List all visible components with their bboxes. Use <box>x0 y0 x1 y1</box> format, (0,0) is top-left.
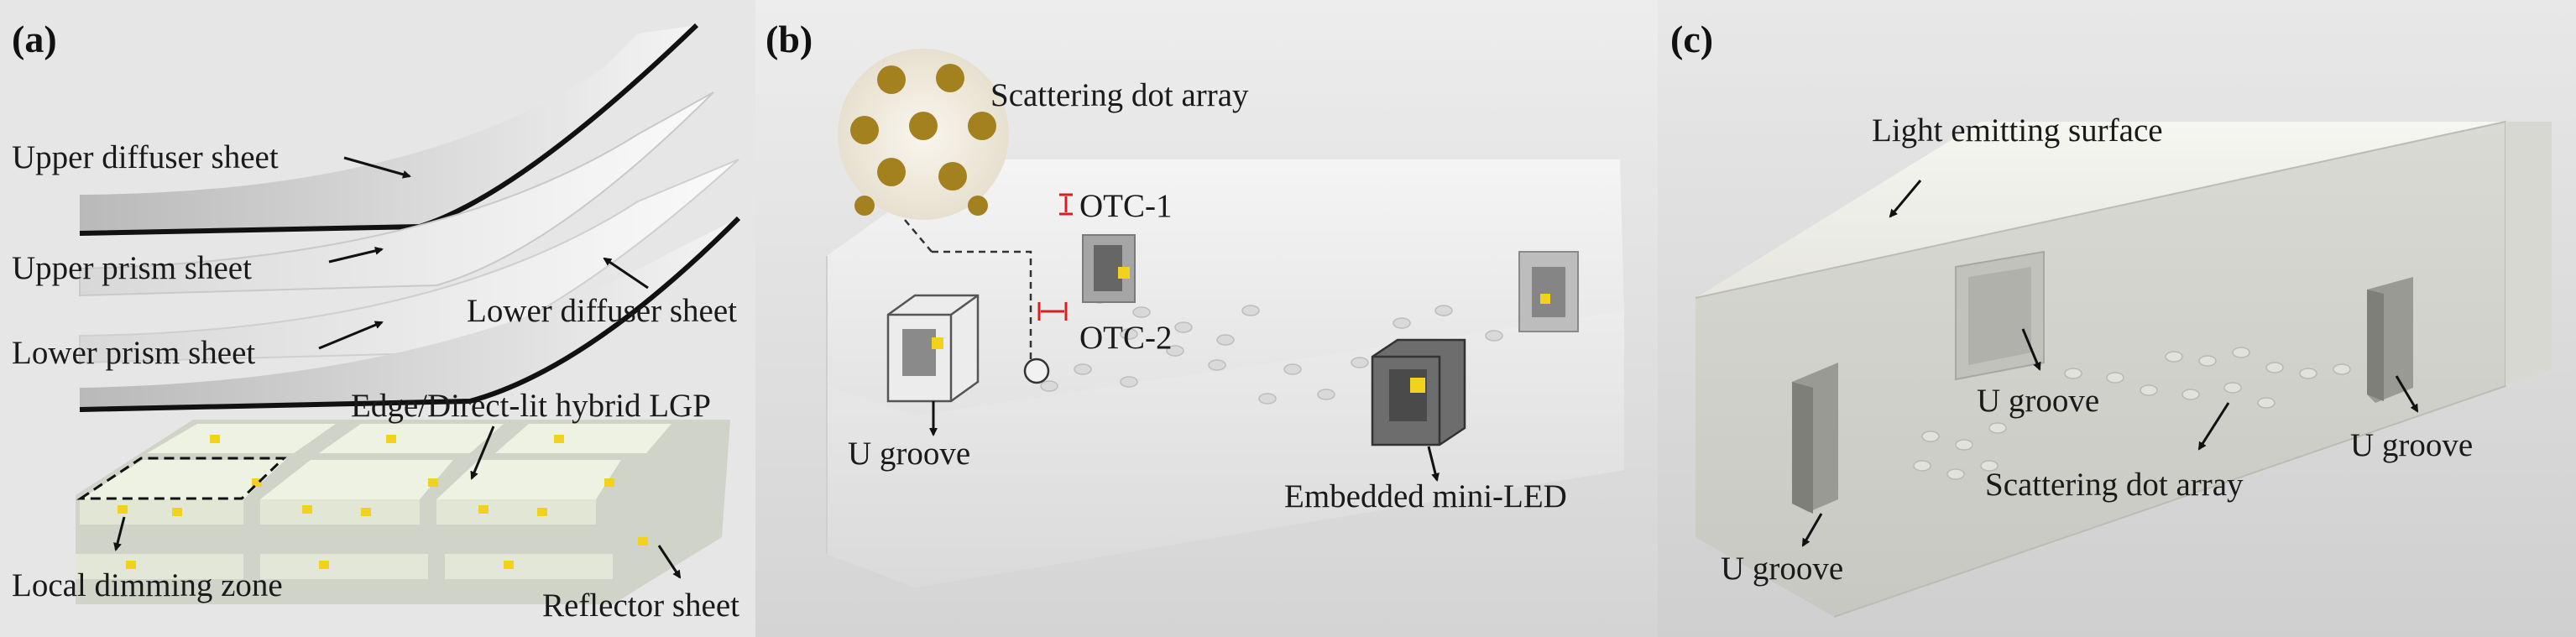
panel-b-scattering-dots <box>1040 292 1503 405</box>
arrow-reflector <box>657 545 682 579</box>
arrow-local-dimming <box>113 516 126 551</box>
label-u-groove-left-c: U groove <box>1721 551 1843 587</box>
label-local-dimming: Local dimming zone <box>12 567 283 603</box>
label-u-groove-top-c: U groove <box>1977 383 2099 419</box>
u-groove-right-c <box>2367 277 2413 403</box>
label-upper-diffuser: Upper diffuser sheet <box>12 139 279 175</box>
arrow-mini-led <box>1427 446 1440 482</box>
u-groove-left-c <box>1792 363 1838 514</box>
label-lower-diffuser: Lower diffuser sheet <box>467 293 737 329</box>
u-groove-cube-left <box>886 294 980 403</box>
mini-led-cube <box>1371 338 1466 446</box>
label-u-groove-right-c: U groove <box>2350 427 2473 463</box>
otc1-marker <box>1059 193 1073 216</box>
arrow-scattering-c <box>2197 402 2230 451</box>
lower-prism-edge <box>79 216 741 412</box>
label-lgp: Edge/Direct-lit hybrid LGP <box>351 388 711 424</box>
arrow-upper-diffuser <box>343 156 411 179</box>
label-scattering-dot-array-b: Scattering dot array <box>990 77 1249 113</box>
lower-prism-sheet <box>80 218 739 410</box>
label-scattering-dot-array-c: Scattering dot array <box>1985 467 2244 503</box>
cube-far-right <box>1518 251 1579 332</box>
otc-block <box>1082 234 1136 303</box>
arrow-light-emitting-surface <box>1889 180 1922 218</box>
lgp-blocks <box>76 424 671 579</box>
label-lower-prism: Lower prism sheet <box>12 335 255 371</box>
label-u-groove-b: U groove <box>848 436 970 472</box>
upper-prism-sheet <box>79 91 714 297</box>
zoom-source-dot <box>1023 358 1050 384</box>
label-reflector: Reflector sheet <box>542 587 739 624</box>
lgp-block-top <box>827 159 1624 415</box>
label-upper-prism: Upper prism sheet <box>12 250 252 286</box>
panel-c: (c) Light emitting surface <box>1658 0 2576 637</box>
panel-c-scattering-dots <box>1913 347 2351 480</box>
wedge-front <box>1696 122 2505 617</box>
zoom-dots <box>850 64 996 216</box>
otc2-marker <box>1037 302 1068 321</box>
label-otc1: OTC-1 <box>1079 188 1173 224</box>
arrow-lower-prism <box>318 321 384 350</box>
upper-diffuser-sheet <box>80 25 697 233</box>
label-mini-led: Embedded mini-LED <box>1284 478 1567 514</box>
arrow-u-groove-left-c <box>1801 513 1823 547</box>
lgp-led-dots <box>118 435 648 569</box>
panel-b: (b) <box>755 0 1658 637</box>
arrow-upper-prism <box>328 246 384 264</box>
panel-c-label: (c) <box>1670 18 1713 60</box>
u-groove-top-c <box>1955 250 2045 381</box>
panel-a-label: (a) <box>12 18 57 60</box>
arrow-u-groove-right-c <box>2395 375 2419 413</box>
label-light-emitting-surface: Light emitting surface <box>1872 112 2163 149</box>
panel-b-label: (b) <box>765 18 813 60</box>
arrow-lgp <box>470 426 495 480</box>
panel-a: (a) <box>0 0 755 637</box>
arrow-u-groove-top-c <box>2021 328 2041 371</box>
arrow-lower-diffuser <box>603 257 649 290</box>
label-otc2: OTC-2 <box>1079 320 1173 356</box>
local-dimming-zone-box <box>76 457 287 500</box>
